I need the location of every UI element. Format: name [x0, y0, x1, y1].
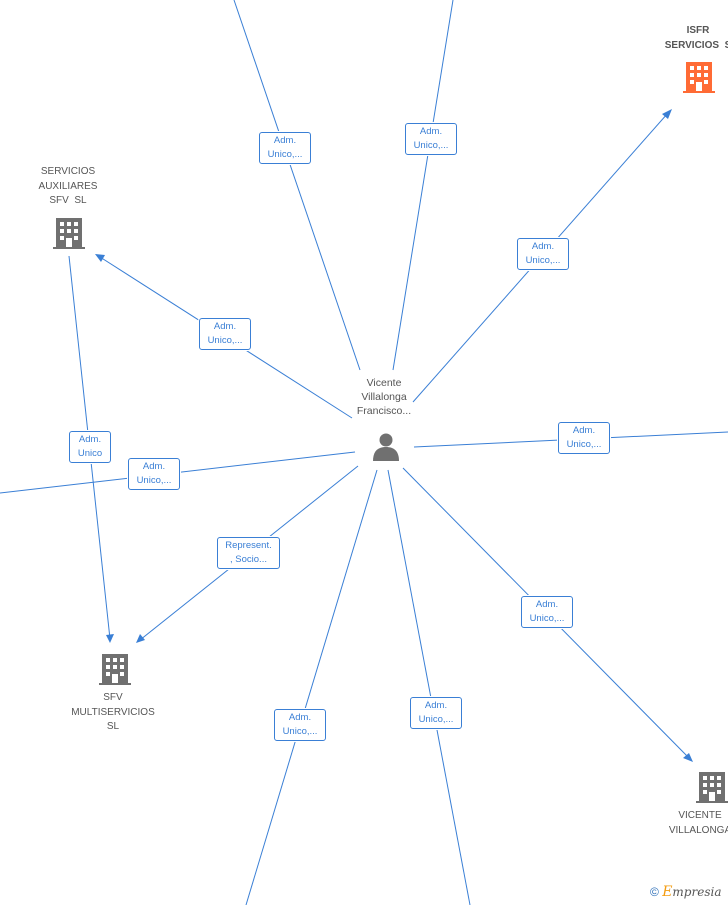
- building-icon-auxiliares[interactable]: [53, 216, 85, 250]
- edge-top-mid: [392, 0, 454, 371]
- company-label-multiservicios[interactable]: SFV MULTISERVICIOS SL: [71, 692, 155, 732]
- edge-label-bottom-mid[interactable]: Adm. Unico,...: [410, 697, 462, 729]
- company-label-vicente[interactable]: VICENTE VILLALONGA: [668, 810, 728, 836]
- edge-label-bottom-left[interactable]: Adm. Unico,...: [274, 709, 326, 741]
- building-icon-vicente[interactable]: [696, 770, 728, 804]
- edge-label-to-multi[interactable]: Represent. , Socio...: [217, 537, 280, 569]
- copyright-icon: ©: [650, 885, 659, 899]
- brand-logo-initial: E: [662, 884, 673, 900]
- arrow-multi-from-center: [136, 634, 145, 643]
- edge-label-top-mid[interactable]: Adm. Unico,...: [405, 123, 457, 155]
- arrow-auxiliares: [95, 254, 105, 262]
- edge-label-to-auxiliares[interactable]: Adm. Unico,...: [199, 318, 251, 350]
- edge-label-aux-to-multi[interactable]: Adm. Unico: [69, 431, 111, 463]
- company-label-auxiliares[interactable]: SERVICIOS AUXILIARES SFV SL: [38, 166, 98, 206]
- edge-label-left[interactable]: Adm. Unico,...: [128, 458, 180, 490]
- arrow-isfr: [662, 109, 672, 119]
- edge-label-to-isfr[interactable]: Adm. Unico,...: [517, 238, 569, 270]
- edge-bottom-mid: [387, 469, 471, 905]
- footer-brand: © Empresia: [650, 884, 721, 900]
- arrow-vicente: [683, 753, 693, 762]
- building-icon-isfr[interactable]: [683, 60, 715, 94]
- arrow-multi-from-aux: [106, 634, 114, 643]
- person-name-label[interactable]: Vicente Villalonga Francisco...: [356, 377, 412, 417]
- brand-logo-text: mpresia: [672, 885, 722, 899]
- company-label-isfr[interactable]: ISFR SERVICIOS S: [664, 25, 728, 51]
- person-icon[interactable]: [371, 432, 401, 462]
- edge-top-left: [233, 0, 361, 371]
- edge-bottom-left: [245, 469, 378, 905]
- edge-label-to-vicente[interactable]: Adm. Unico,...: [521, 596, 573, 628]
- edge-label-top-left[interactable]: Adm. Unico,...: [259, 132, 311, 164]
- edge-label-right[interactable]: Adm. Unico,...: [558, 422, 610, 454]
- building-icon-multiservicios[interactable]: [99, 652, 131, 686]
